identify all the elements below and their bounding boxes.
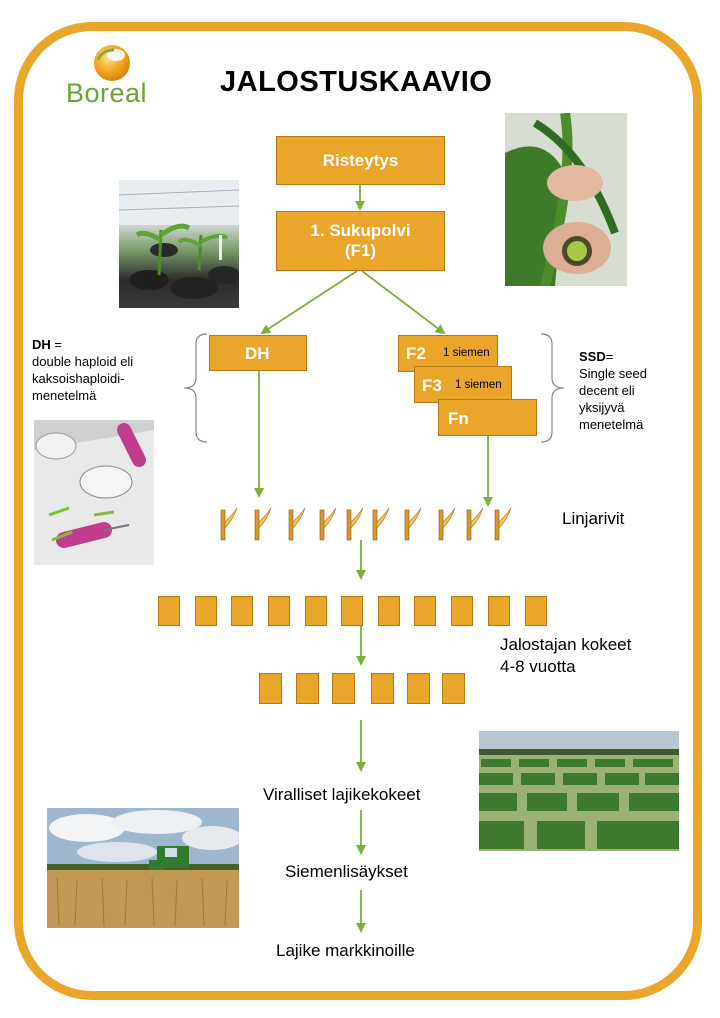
- f1-box: 1. Sukupolvi (F1): [276, 211, 445, 271]
- breeder-trials-line2: 4-8 vuotta: [500, 657, 576, 676]
- trial-block: [414, 596, 436, 626]
- trial-block: [488, 596, 510, 626]
- dh-note-line3: kaksoishaploidi-: [32, 371, 125, 386]
- dh-note-eq: =: [50, 337, 62, 352]
- trial-block: [378, 596, 400, 626]
- trial-block: [296, 673, 319, 704]
- photo-greenhouse-plants: [119, 180, 239, 308]
- ssd-note-line5: menetelmä: [579, 417, 644, 432]
- ssd-note-line2: Single seed: [579, 366, 647, 381]
- f3-box: F3: [414, 366, 512, 403]
- photo-harvest: [47, 808, 239, 928]
- dh-box: DH: [209, 335, 307, 371]
- trial-block: [407, 673, 430, 704]
- dh-note-line4: menetelmä: [32, 388, 97, 403]
- trial-block: [305, 596, 327, 626]
- ssd-note-eq: =: [605, 349, 614, 364]
- trial-block: [268, 596, 290, 626]
- trial-block: [158, 596, 180, 626]
- seed-multiplication-label: Siemenlisäykset: [285, 862, 408, 881]
- f1-label-line2: (F1): [344, 241, 377, 260]
- dh-note: DH = double haploid eli kaksoishaploidi-…: [32, 336, 133, 404]
- dh-note-line2: double haploid eli: [32, 354, 134, 369]
- boreal-logo-icon: [94, 45, 130, 81]
- trial-block: [371, 673, 394, 704]
- f3-label: F3: [422, 376, 442, 395]
- trial-block: [341, 596, 363, 626]
- trial-block: [442, 673, 465, 704]
- seed-lines-row: [220, 507, 512, 541]
- trial-block: [525, 596, 547, 626]
- logo-text: Boreal: [66, 78, 148, 108]
- trial-block: [231, 596, 253, 626]
- ssd-note: SSD= Single seed decent eli yksijyvä men…: [579, 348, 647, 433]
- trial-block: [259, 673, 282, 704]
- one-seed-label-2: 1 siemen: [455, 379, 502, 391]
- official-trials-label: Viralliset lajikekokeet: [263, 785, 421, 804]
- one-seed-label-1: 1 siemen: [443, 347, 490, 359]
- fn-label: Fn: [448, 409, 469, 428]
- trial-block: [332, 673, 355, 704]
- f2-label: F2: [406, 344, 426, 363]
- dh-label: DH: [245, 344, 270, 363]
- cross-box: Risteytys: [276, 136, 445, 185]
- ssd-note-line3: decent eli: [579, 383, 635, 398]
- f1-label-line1: 1. Sukupolvi: [310, 221, 411, 240]
- breeder-trials-line1: Jalostajan kokeet: [500, 635, 632, 654]
- trial-block: [451, 596, 473, 626]
- trial-block: [195, 596, 217, 626]
- ssd-note-line4: yksijyvä: [579, 400, 625, 415]
- dh-note-term: DH: [32, 337, 51, 352]
- photo-hands-plant: [505, 113, 627, 286]
- page-title: JALOSTUSKAAVIO: [220, 66, 493, 98]
- cross-label: Risteytys: [322, 150, 399, 170]
- lines-label: Linjarivit: [562, 509, 625, 528]
- breeder-trials-label: Jalostajan kokeet 4-8 vuotta: [500, 634, 631, 678]
- fn-box: Fn: [438, 399, 537, 436]
- rounded-frame: [14, 22, 702, 1000]
- photo-field-plots: [479, 731, 679, 851]
- market-label: Lajike markkinoille: [276, 941, 415, 960]
- photo-lab-petri: [34, 420, 154, 565]
- ssd-note-term: SSD: [579, 349, 606, 364]
